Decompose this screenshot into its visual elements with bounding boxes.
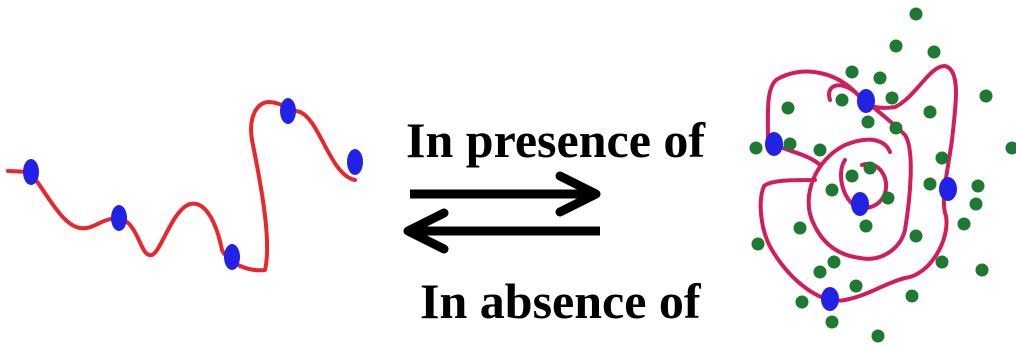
- ion-dot: [827, 255, 841, 269]
- unfolded-bead: [224, 244, 240, 270]
- ion-dot: [795, 295, 809, 309]
- ion-dot: [813, 143, 827, 157]
- reverse-arrow: [403, 208, 600, 254]
- ion-dot: [889, 39, 903, 53]
- ion-dot: [845, 169, 859, 183]
- folded-bead: [821, 287, 839, 311]
- ion-dot: [957, 217, 971, 231]
- ion-dot: [969, 197, 983, 211]
- unfolded-polymer: [6, 98, 363, 273]
- forward-arrow: [410, 171, 601, 217]
- ion-dot: [749, 141, 763, 155]
- ion-dot: [935, 151, 949, 165]
- equilibrium-arrows: [403, 171, 601, 254]
- ion-dot: [825, 315, 839, 329]
- unfolded-bead: [111, 205, 127, 231]
- ion-dot: [971, 179, 985, 193]
- ion-dot: [909, 7, 923, 21]
- reverse-condition-label: In absence of: [420, 273, 701, 329]
- ion-dot: [927, 45, 941, 59]
- ion-dot: [975, 263, 989, 277]
- folded-polymer: [749, 7, 1016, 343]
- unfolded-bead: [23, 159, 39, 185]
- ion-dot: [813, 265, 827, 279]
- ion-dot: [859, 219, 873, 233]
- folded-bead: [851, 192, 869, 216]
- ion-dot: [923, 105, 937, 119]
- unfolded-bead: [280, 98, 296, 124]
- ion-dot: [1005, 141, 1016, 155]
- ion-dot: [935, 255, 949, 269]
- unfolded-bead: [347, 149, 363, 175]
- folded-bead: [857, 89, 875, 113]
- unfolded-chain-line: [6, 100, 357, 273]
- ion-dot: [861, 115, 875, 129]
- ion-dot: [835, 93, 849, 107]
- ion-dot: [889, 121, 903, 135]
- folded-bead: [765, 132, 783, 156]
- ion-dot: [863, 161, 877, 175]
- ion-dot: [979, 89, 993, 103]
- ion-dot: [781, 101, 795, 115]
- ion-dot: [751, 237, 765, 251]
- ion-dot: [905, 289, 919, 303]
- ion-dot: [873, 71, 887, 85]
- ion-dot: [881, 191, 895, 205]
- ion-dot: [793, 221, 807, 235]
- ion-dot: [923, 177, 937, 191]
- ion-dot: [845, 65, 859, 79]
- forward-condition-label: In presence of: [406, 112, 706, 168]
- ion-dot: [885, 91, 899, 105]
- ion-dot: [849, 279, 863, 293]
- ion-dot: [783, 137, 797, 151]
- folded-bead: [939, 177, 957, 201]
- ion-dot: [825, 183, 839, 197]
- ion-dot: [871, 329, 885, 343]
- ion-cloud: [749, 7, 1016, 343]
- ion-dot: [909, 229, 923, 243]
